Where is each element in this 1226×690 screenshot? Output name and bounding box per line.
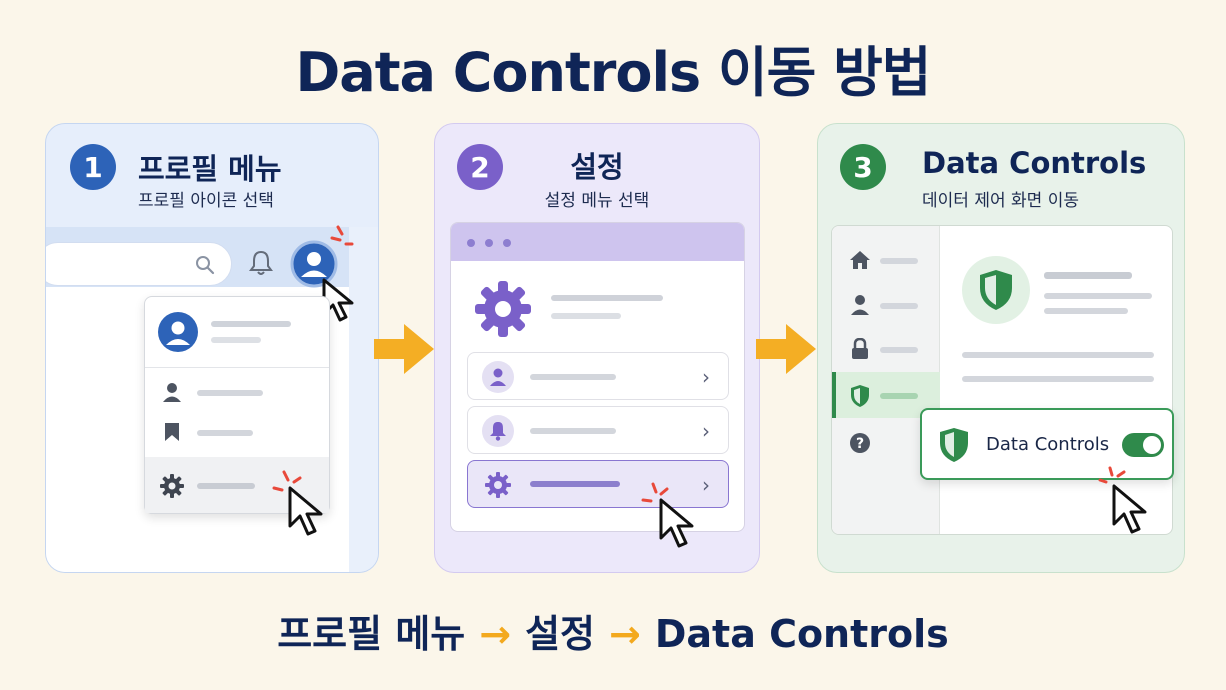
path-step-data-controls: Data Controls xyxy=(654,612,949,656)
settings-row-notifications[interactable]: › xyxy=(467,406,729,454)
sidebar-label-placeholder xyxy=(880,393,918,399)
chevron-right-icon: › xyxy=(702,473,710,497)
help-icon[interactable]: ? xyxy=(849,432,871,454)
header-placeholder xyxy=(1044,272,1132,279)
settings-label-placeholder xyxy=(197,483,255,489)
chevron-right-icon: › xyxy=(702,419,710,443)
avatar xyxy=(158,312,198,352)
settings-window: › › › xyxy=(450,222,745,532)
profile-email-placeholder xyxy=(211,337,261,343)
step-1-subtitle: 프로필 아이콘 선택 xyxy=(138,191,274,211)
bell-icon xyxy=(490,422,506,441)
step-1-title: 프로필 메뉴 xyxy=(138,152,282,186)
settings-header-placeholder xyxy=(551,295,663,301)
chevron-right-icon: › xyxy=(702,365,710,389)
menu-divider xyxy=(145,367,329,368)
svg-text:?: ? xyxy=(856,436,864,452)
toggle-knob xyxy=(1143,436,1161,454)
shield-icon xyxy=(851,385,869,407)
path-step-profile-menu: 프로필 메뉴 xyxy=(277,612,466,656)
menu-item-profile[interactable] xyxy=(197,390,263,396)
settings-gear-icon xyxy=(475,281,531,337)
window-title-bar xyxy=(451,223,744,261)
row-label-placeholder xyxy=(530,428,616,434)
sidebar-item-account[interactable] xyxy=(880,303,918,309)
cursor-icon xyxy=(288,486,323,536)
data-controls-label: Data Controls xyxy=(986,434,1110,455)
click-spark-icon xyxy=(330,225,354,246)
step-3-panel: 3 Data Controls 데이터 제어 화면 이동 xyxy=(817,123,1185,573)
settings-subheader-placeholder xyxy=(551,313,621,319)
step-2-panel: 2 설정 설정 메뉴 선택 › xyxy=(434,123,760,573)
app-right-strip xyxy=(349,227,378,572)
step-1-badge: 1 xyxy=(70,144,116,190)
header-placeholder xyxy=(1044,293,1152,299)
cursor-icon xyxy=(1112,484,1147,534)
row-label-placeholder xyxy=(530,374,616,380)
gear-icon xyxy=(160,474,184,498)
click-spark-icon xyxy=(272,470,302,492)
data-controls-card[interactable]: Data Controls xyxy=(920,408,1174,480)
settings-row-data-controls[interactable]: › xyxy=(467,460,729,508)
bell-icon[interactable] xyxy=(248,248,274,278)
shield-icon xyxy=(940,428,968,462)
settings-row-account[interactable]: › xyxy=(467,352,729,400)
home-icon[interactable] xyxy=(849,250,871,270)
window-dot xyxy=(467,239,475,247)
row-label-placeholder xyxy=(530,481,620,487)
sidebar-item-home[interactable] xyxy=(880,258,918,264)
bookmark-icon xyxy=(165,423,179,441)
profile-name-placeholder xyxy=(211,321,291,327)
data-controls-window: ? xyxy=(831,225,1173,535)
search-bar[interactable] xyxy=(46,242,232,286)
window-dot xyxy=(503,239,511,247)
gear-icon xyxy=(485,472,511,498)
click-spark-icon xyxy=(1098,466,1126,484)
user-icon xyxy=(490,368,506,386)
cursor-icon xyxy=(659,498,694,548)
page-title: Data Controls 이동 방법 xyxy=(295,41,931,104)
window-dot xyxy=(485,239,493,247)
menu-item-bookmarks[interactable] xyxy=(197,430,253,436)
content-placeholder xyxy=(962,352,1154,358)
content-placeholder xyxy=(962,376,1154,382)
step-1-panel: 1 프로필 메뉴 프로필 아이콘 선택 xyxy=(45,123,379,573)
step-3-title: Data Controls xyxy=(922,146,1147,180)
user-icon xyxy=(163,383,181,402)
data-controls-toggle[interactable] xyxy=(1122,433,1164,457)
step-3-badge: 3 xyxy=(840,144,886,190)
step-3-subtitle: 데이터 제어 화면 이동 xyxy=(922,191,1079,211)
lock-icon[interactable] xyxy=(850,338,870,360)
navigation-path: 프로필 메뉴 → 설정 → Data Controls xyxy=(0,603,1226,658)
settings-sidebar: ? xyxy=(832,226,940,534)
user-icon[interactable] xyxy=(850,294,870,316)
path-arrow: → xyxy=(479,612,512,656)
click-spark-icon xyxy=(641,482,669,503)
path-step-settings: 설정 xyxy=(525,612,595,656)
header-placeholder xyxy=(1044,308,1128,314)
right-arrow-icon xyxy=(374,324,434,374)
search-icon xyxy=(196,256,215,275)
step-2-subtitle: 설정 메뉴 선택 xyxy=(544,191,650,211)
step-2-title: 설정 xyxy=(570,150,624,184)
step-2-badge: 2 xyxy=(457,144,503,190)
profile-avatar-icon[interactable] xyxy=(290,240,338,288)
shield-icon xyxy=(980,270,1012,310)
path-arrow: → xyxy=(609,612,641,656)
right-arrow-icon xyxy=(756,324,816,374)
sidebar-item-privacy[interactable] xyxy=(880,347,918,353)
